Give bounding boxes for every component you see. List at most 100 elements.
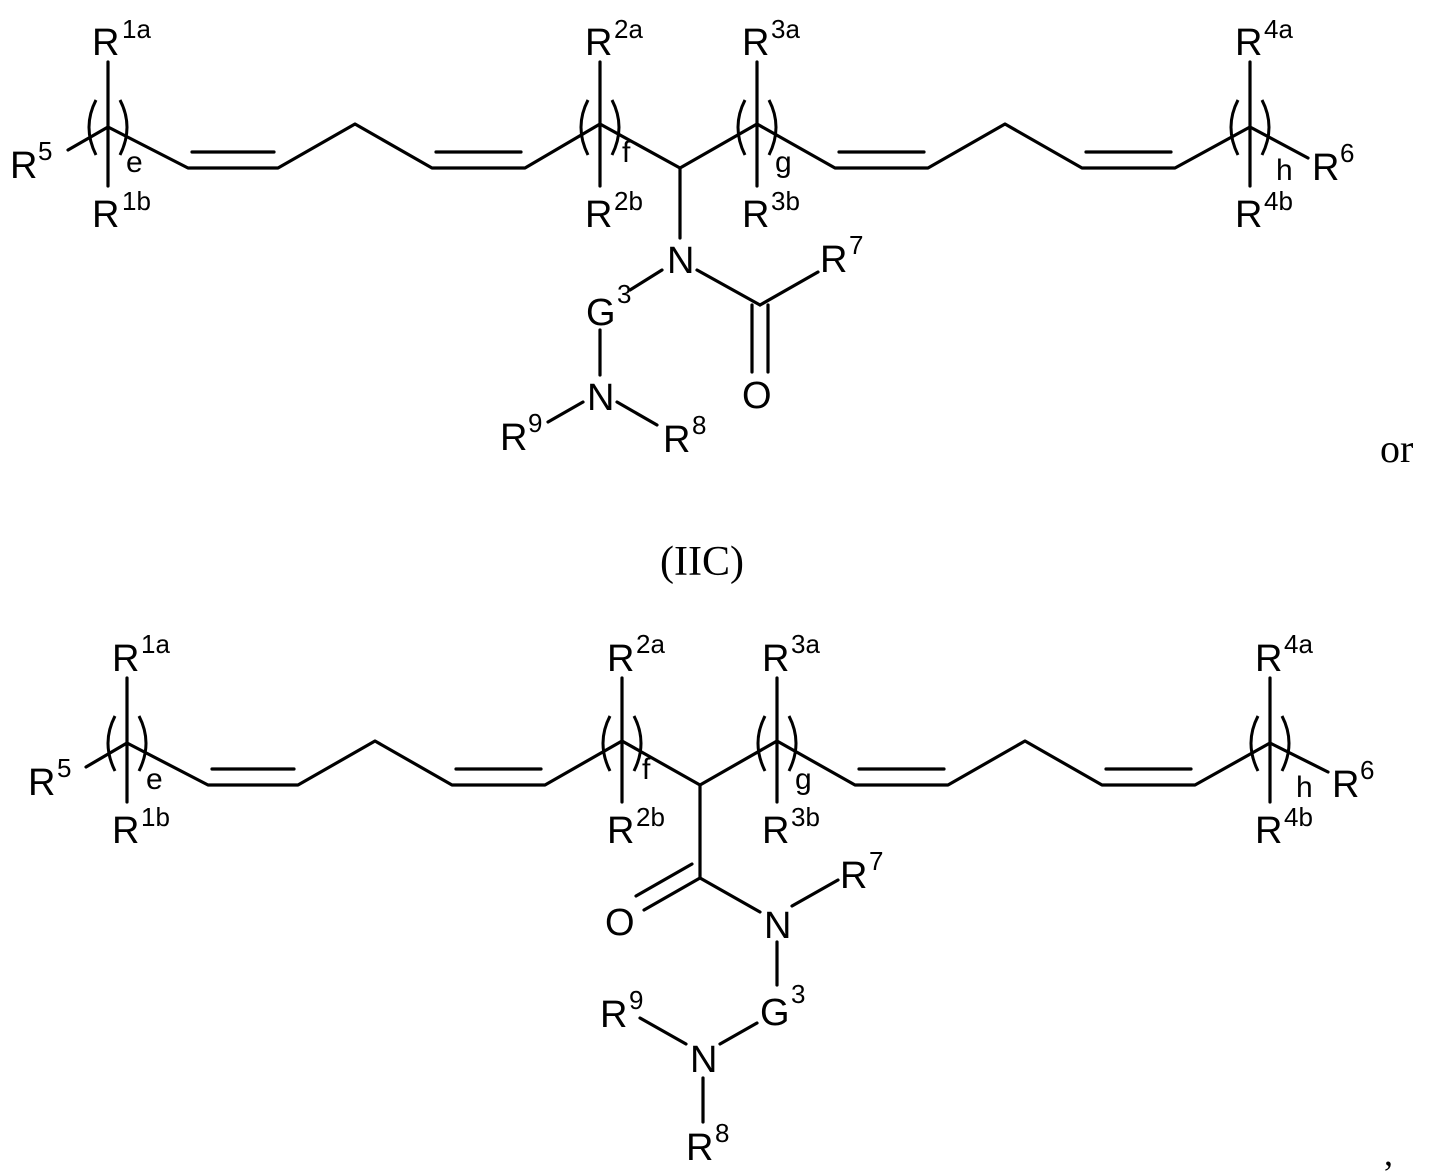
svg-text:R: R	[840, 855, 867, 897]
svg-text:R: R	[585, 22, 612, 64]
svg-text:3b: 3b	[791, 802, 820, 832]
svg-text:9: 9	[629, 985, 643, 1015]
top-label-R1b: R 1b	[92, 186, 151, 236]
bottom-subscript-h: h	[1296, 771, 1313, 804]
svg-text:R: R	[1235, 194, 1262, 236]
connector-or: or	[1380, 426, 1413, 471]
top-parentheses	[89, 100, 1269, 155]
svg-text:6: 6	[1360, 755, 1374, 785]
svg-text:3a: 3a	[791, 629, 820, 659]
svg-text:R: R	[500, 417, 527, 459]
svg-text:1b: 1b	[141, 802, 170, 832]
bottom-parentheses	[108, 716, 1289, 771]
svg-text:R: R	[585, 194, 612, 236]
top-label-R6: R 6	[1312, 138, 1354, 189]
bottom-subscript-f: f	[642, 753, 651, 786]
svg-text:R: R	[820, 239, 847, 281]
bottom-label-R8: R 8	[686, 1118, 729, 1169]
svg-text:1a: 1a	[122, 14, 151, 44]
svg-text:7: 7	[849, 230, 863, 260]
svg-text:R: R	[742, 22, 769, 64]
bottom-label-N-amine: N	[690, 1039, 717, 1081]
svg-text:4b: 4b	[1284, 802, 1313, 832]
svg-text:5: 5	[38, 136, 52, 166]
bottom-label-R1b: R 1b	[112, 802, 170, 852]
bottom-label-R2a: R 2a	[607, 629, 665, 680]
top-label-R8: R 8	[663, 410, 706, 461]
trailing-comma: ,	[1384, 1133, 1393, 1171]
svg-text:2b: 2b	[636, 802, 665, 832]
svg-text:R: R	[92, 22, 119, 64]
svg-text:R: R	[600, 994, 627, 1036]
svg-text:R: R	[762, 810, 789, 852]
top-label-R1a: R 1a	[92, 14, 151, 64]
bottom-label-R1a: R 1a	[112, 629, 170, 680]
bottom-label-R2b: R 2b	[607, 802, 665, 852]
svg-text:8: 8	[715, 1118, 729, 1148]
svg-text:6: 6	[1340, 138, 1354, 168]
bottom-label-N-amide: N	[764, 905, 791, 947]
svg-text:2a: 2a	[636, 629, 665, 659]
bottom-subscript-g: g	[795, 763, 812, 796]
top-label-O: O	[742, 375, 772, 417]
svg-text:R: R	[10, 145, 37, 187]
svg-text:3b: 3b	[771, 186, 800, 216]
svg-text:9: 9	[528, 408, 542, 438]
top-label-R7: R 7	[820, 230, 863, 281]
top-label-R4a: R 4a	[1235, 14, 1293, 64]
top-label-G3: G 3	[586, 279, 631, 334]
bottom-label-R3b: R 3b	[762, 802, 820, 852]
svg-text:R: R	[112, 810, 139, 852]
bottom-label-R4b: R 4b	[1255, 802, 1313, 852]
svg-text:R: R	[762, 638, 789, 680]
compound-label: (IIC)	[660, 539, 744, 585]
structure-top: R 1a R 1b R 5 e R 2a R 2b f R 3a R 3b g	[10, 14, 1354, 461]
svg-text:R: R	[607, 810, 634, 852]
svg-text:G: G	[760, 992, 790, 1034]
svg-text:R: R	[742, 194, 769, 236]
svg-text:R: R	[92, 194, 119, 236]
svg-text:5: 5	[57, 753, 71, 783]
svg-text:3: 3	[617, 279, 631, 309]
svg-text:3a: 3a	[771, 14, 800, 44]
svg-text:2a: 2a	[614, 14, 643, 44]
svg-text:1a: 1a	[141, 629, 170, 659]
svg-text:R: R	[607, 638, 634, 680]
svg-text:R: R	[1255, 638, 1282, 680]
bottom-label-G3: G 3	[760, 979, 805, 1034]
svg-text:8: 8	[692, 410, 706, 440]
top-label-N-amine: N	[587, 377, 614, 419]
top-subscript-f: f	[622, 136, 631, 169]
bottom-subscript-e: e	[146, 763, 163, 796]
bottom-label-O: O	[605, 902, 635, 944]
svg-text:R: R	[112, 638, 139, 680]
structure-bottom: R 1a R 1b R 5 e R 2a R 2b f R 3a R 3b g	[28, 629, 1374, 1169]
top-label-R9: R 9	[500, 408, 542, 459]
top-label-R3a: R 3a	[742, 14, 800, 64]
bottom-label-R6: R 6	[1332, 755, 1374, 806]
svg-text:R: R	[28, 762, 55, 804]
svg-text:G: G	[586, 292, 616, 334]
svg-text:7: 7	[869, 846, 883, 876]
bottom-label-R7: R 7	[840, 846, 883, 897]
top-label-R4b: R 4b	[1235, 186, 1293, 236]
svg-text:R: R	[1235, 22, 1262, 64]
svg-text:R: R	[1332, 764, 1359, 806]
bottom-label-R3a: R 3a	[762, 629, 820, 680]
top-subscript-g: g	[775, 146, 792, 179]
top-subscript-e: e	[126, 146, 143, 179]
svg-text:R: R	[686, 1127, 713, 1169]
svg-text:R: R	[663, 419, 690, 461]
svg-text:4a: 4a	[1284, 629, 1313, 659]
svg-text:2b: 2b	[614, 186, 643, 216]
bottom-label-R9: R 9	[600, 985, 643, 1036]
top-label-R2b: R 2b	[585, 186, 643, 236]
svg-text:4b: 4b	[1264, 186, 1293, 216]
svg-text:3: 3	[791, 979, 805, 1009]
svg-text:4a: 4a	[1264, 14, 1293, 44]
svg-text:1b: 1b	[122, 186, 151, 216]
svg-text:R: R	[1255, 810, 1282, 852]
top-label-R2a: R 2a	[585, 14, 643, 64]
bottom-label-R5: R 5	[28, 753, 71, 804]
